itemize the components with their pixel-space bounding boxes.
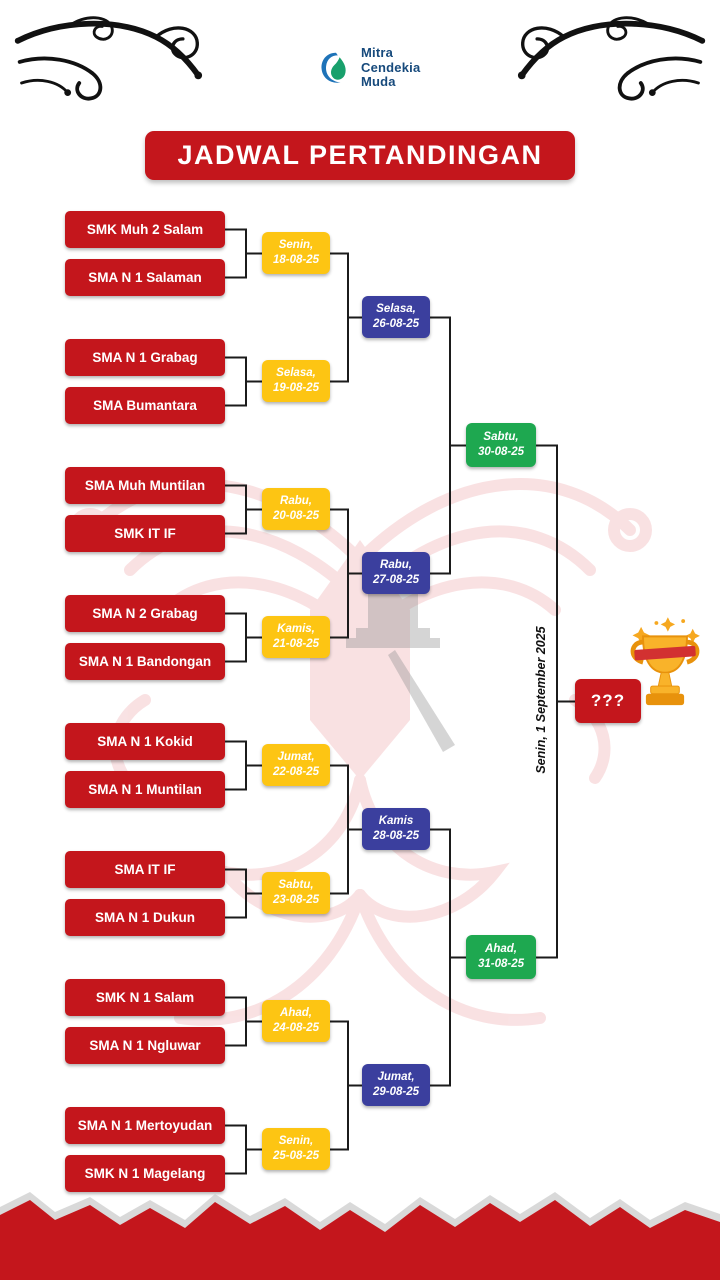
match-date: 19-08-25 <box>272 382 320 394</box>
logo-text: Mitra Cendekia Muda <box>361 45 421 90</box>
match-date: 18-08-25 <box>272 254 320 266</box>
round2-date-badge: Rabu, 27-08-25 <box>362 552 430 594</box>
match-date: 31-08-25 <box>477 958 525 970</box>
logo: Mitra Cendekia Muda <box>318 45 421 90</box>
match-day: Sabtu, <box>278 879 314 892</box>
corner-flourish-left-icon <box>14 16 203 101</box>
logo-icon <box>321 52 346 83</box>
team-box: SMA N 2 Grabag <box>65 595 225 632</box>
logo-text-line: Mitra <box>361 45 394 60</box>
match-date: 25-08-25 <box>272 1150 320 1162</box>
torn-paper-edge <box>0 1192 720 1280</box>
final-date-label: Senin, 1 September 2025 <box>534 626 548 774</box>
semifinal-date-badge: Sabtu, 30-08-25 <box>466 423 536 467</box>
page-title: JADWAL PERTANDINGAN <box>177 140 543 170</box>
match-day: Ahad, <box>485 943 517 956</box>
match-date: 29-08-25 <box>372 1086 420 1098</box>
match-day: Ahad, <box>280 1007 312 1020</box>
team-box: SMA N 1 Dukun <box>65 899 225 936</box>
team-box: SMK IT IF <box>65 515 225 552</box>
match-date: 30-08-25 <box>477 446 525 458</box>
match-day: Kamis <box>378 815 414 828</box>
match-day: Senin, <box>278 1135 314 1148</box>
match-day: Jumat, <box>277 751 315 764</box>
logo-text-line: Cendekia <box>361 59 421 75</box>
match-date: 20-08-25 <box>272 510 320 522</box>
round2-date-badge: Kamis 28-08-25 <box>362 808 430 850</box>
match-date-badge: Senin, 25-08-25 <box>262 1128 330 1170</box>
match-date-badge: Selasa, 19-08-25 <box>262 360 330 402</box>
match-date-badge: Kamis, 21-08-25 <box>262 616 330 658</box>
round2-date-badge: Jumat, 29-08-25 <box>362 1064 430 1106</box>
match-date: 28-08-25 <box>372 830 420 842</box>
match-date: 22-08-25 <box>272 766 320 778</box>
winner-placeholder: ??? <box>590 691 626 710</box>
trophy-icon <box>630 617 700 706</box>
match-day: Rabu, <box>280 495 312 508</box>
match-date: 27-08-25 <box>372 574 420 586</box>
team-box: SMA N 1 Ngluwar <box>65 1027 225 1064</box>
title-banner: JADWAL PERTANDINGAN <box>145 131 575 180</box>
match-day: Sabtu, <box>483 431 519 444</box>
match-date-badge: Ahad, 24-08-25 <box>262 1000 330 1042</box>
semifinal-date-badge: Ahad, 31-08-25 <box>466 935 536 979</box>
team-box: SMA N 1 Grabag <box>65 339 225 376</box>
round2-date-badge: Selasa, 26-08-25 <box>362 296 430 338</box>
team-box: SMK Muh 2 Salam <box>65 211 225 248</box>
corner-flourish-right-icon <box>517 16 706 101</box>
match-date: 21-08-25 <box>272 638 320 650</box>
match-day: Senin, <box>278 239 314 252</box>
match-date-badge: Sabtu, 23-08-25 <box>262 872 330 914</box>
team-box: SMA Muh Muntilan <box>65 467 225 504</box>
match-day: Jumat, <box>377 1071 415 1084</box>
match-date-badge: Rabu, 20-08-25 <box>262 488 330 530</box>
team-box: SMK N 1 Magelang <box>65 1155 225 1192</box>
team-box: SMA N 1 Muntilan <box>65 771 225 808</box>
team-box: SMA Bumantara <box>65 387 225 424</box>
team-box: SMA N 1 Kokid <box>65 723 225 760</box>
team-box: SMK N 1 Salam <box>65 979 225 1016</box>
team-box: SMA N 1 Bandongan <box>65 643 225 680</box>
team-box: SMA IT IF <box>65 851 225 888</box>
match-day: Rabu, <box>380 559 412 572</box>
match-day: Selasa, <box>276 367 316 380</box>
match-date: 26-08-25 <box>372 318 420 330</box>
logo-text-line: Muda <box>361 74 396 90</box>
match-date: 23-08-25 <box>272 894 320 906</box>
team-box: SMA N 1 Mertoyudan <box>65 1107 225 1144</box>
match-date-badge: Senin, 18-08-25 <box>262 232 330 274</box>
match-date: 24-08-25 <box>272 1022 320 1034</box>
match-day: Selasa, <box>376 303 416 316</box>
team-box: SMA N 1 Salaman <box>65 259 225 296</box>
match-date-badge: Jumat, 22-08-25 <box>262 744 330 786</box>
match-day: Kamis, <box>277 623 315 636</box>
winner-box: ??? <box>575 679 641 723</box>
